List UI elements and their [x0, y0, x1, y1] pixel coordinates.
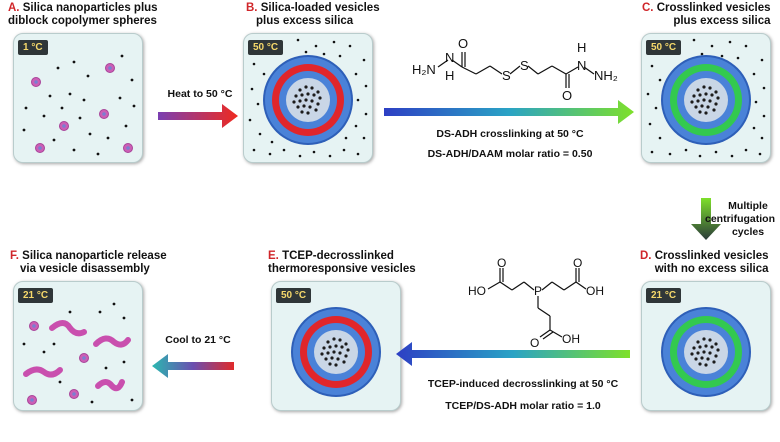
panel-a-scene	[22, 54, 136, 156]
vesicle	[291, 307, 381, 397]
dsadh-right-amine: NH₂	[594, 68, 618, 83]
panel-e-title-line1: TCEP-decrosslinked	[282, 250, 394, 262]
panel-d: 21 °C	[641, 281, 771, 411]
crosslink-step-line2: DS-ADH/DAAM molar ratio = 0.50	[427, 148, 593, 160]
panel-a-temperature: 1 °C	[18, 40, 48, 55]
panel-c-letter: C.	[642, 2, 654, 14]
panel-b-temperature: 50 °C	[248, 40, 284, 55]
panel-d-title-line2: with no excess silica	[654, 263, 769, 275]
cool-step-label: Cool to 21 °C	[165, 334, 231, 346]
heat-arrow	[158, 104, 238, 128]
tcep-structure	[487, 268, 587, 340]
encapsulated-silica	[320, 337, 350, 367]
panel-f-scene	[22, 302, 134, 405]
crosslinked-vesicle	[661, 55, 751, 145]
centrifuge-step-line3: cycles	[731, 226, 765, 238]
silica-dots	[22, 302, 134, 404]
centrifuge-step-line2: centrifugation	[705, 213, 775, 225]
panel-d-title-line1: Crosslinked vesicles	[654, 250, 769, 262]
panel-f: 21 °C	[13, 281, 143, 411]
panel-a-title: A. Silica nanoparticles plus diblock cop…	[8, 2, 158, 28]
decrosslink-step-line1: TCEP-induced decrosslinking at 50 °C	[427, 378, 619, 390]
panel-a-letter: A.	[8, 2, 20, 14]
panel-a-title-line2: diblock copolymer spheres	[8, 15, 157, 27]
tcep-p: P	[534, 284, 543, 298]
dsadh-o2: O	[562, 88, 573, 103]
panel-e-temperature: 50 °C	[276, 288, 312, 303]
panel-b-title-line2: plus excess silica	[256, 15, 354, 27]
panel-e-scene	[291, 307, 381, 397]
crosslinked-vesicle	[661, 307, 751, 397]
centrifuge-arrow	[691, 198, 721, 240]
panel-b-title-line1: Silica-loaded vesicles	[260, 2, 380, 14]
tcep-o-left: O	[497, 256, 507, 270]
panel-c-title: C. Crosslinked vesicles plus excess sili…	[642, 2, 771, 28]
panel-d-title: D. Crosslinked vesicles with no excess s…	[640, 250, 769, 276]
tcep-ho-left: HO	[468, 284, 486, 298]
panel-c-temperature: 50 °C	[646, 40, 682, 55]
crosslink-arrow	[384, 100, 634, 124]
dsadh-s1: S	[502, 68, 511, 83]
panel-e: 50 °C	[271, 281, 401, 411]
heat-step-label: Heat to 50 °C	[167, 88, 233, 100]
panel-e-title-line2: thermoresponsive vesicles	[268, 263, 416, 275]
vesicle	[263, 55, 353, 145]
panel-f-letter: F.	[10, 250, 19, 262]
crosslink-step-line1: DS-ADH crosslinking at 50 °C	[436, 128, 584, 140]
decrosslink-arrow	[396, 342, 630, 366]
encapsulated-silica	[690, 337, 720, 367]
panel-a-title-line1: Silica nanoparticles plus	[22, 2, 158, 14]
silica-dots	[646, 38, 766, 158]
panel-c-title-line1: Crosslinked vesicles	[656, 2, 771, 14]
panel-f-title-line2: via vesicle disassembly	[20, 263, 150, 275]
panel-b: 50 °C	[243, 33, 373, 163]
encapsulated-silica	[292, 85, 322, 115]
panel-d-scene	[661, 307, 751, 397]
encapsulated-silica	[690, 85, 720, 115]
panel-c-scene	[646, 38, 766, 158]
panel-c-title-line2: plus excess silica	[673, 15, 771, 27]
dsadh-left-amine: H₂N	[412, 62, 436, 77]
dsadh-right-nh: N	[577, 58, 587, 73]
panel-c: 50 °C	[641, 33, 771, 163]
dsadh-o1: O	[458, 36, 469, 51]
pink-particles	[27, 321, 89, 405]
dsadh-s2: S	[520, 58, 529, 73]
dsadh-right-h: H	[577, 40, 587, 55]
panel-e-letter: E.	[268, 250, 279, 262]
centrifuge-step-line1: Multiple	[728, 200, 768, 212]
tcep-oh-bottom: OH	[562, 332, 580, 346]
panel-d-letter: D.	[640, 250, 652, 262]
tcep-o-right: O	[573, 256, 583, 270]
panel-b-title: B. Silica-loaded vesicles plus excess si…	[246, 2, 380, 28]
panel-f-temperature: 21 °C	[18, 288, 54, 303]
panel-b-letter: B.	[246, 2, 258, 14]
silica-dots	[248, 38, 368, 158]
panel-f-title: F. Silica nanoparticle release via vesic…	[10, 250, 167, 276]
tcep-oh-right: OH	[586, 284, 604, 298]
panel-b-scene	[248, 38, 368, 158]
panel-f-title-line1: Silica nanoparticle release	[22, 250, 167, 262]
dsadh-structure	[437, 52, 595, 88]
dsadh-left-h: H	[445, 68, 455, 83]
silica-dots	[22, 54, 136, 156]
tcep-o-bottom: O	[530, 336, 540, 350]
polymer-worms	[23, 320, 131, 392]
cool-arrow	[152, 354, 234, 378]
panel-e-title: E. TCEP-decrosslinked thermoresponsive v…	[268, 250, 416, 276]
pink-particles	[31, 63, 133, 153]
panel-a: 1 °C	[13, 33, 143, 163]
panel-d-temperature: 21 °C	[646, 288, 682, 303]
dsadh-left-nh: N	[445, 50, 455, 65]
decrosslink-step-line2: TCEP/DS-ADH molar ratio = 1.0	[445, 400, 601, 412]
